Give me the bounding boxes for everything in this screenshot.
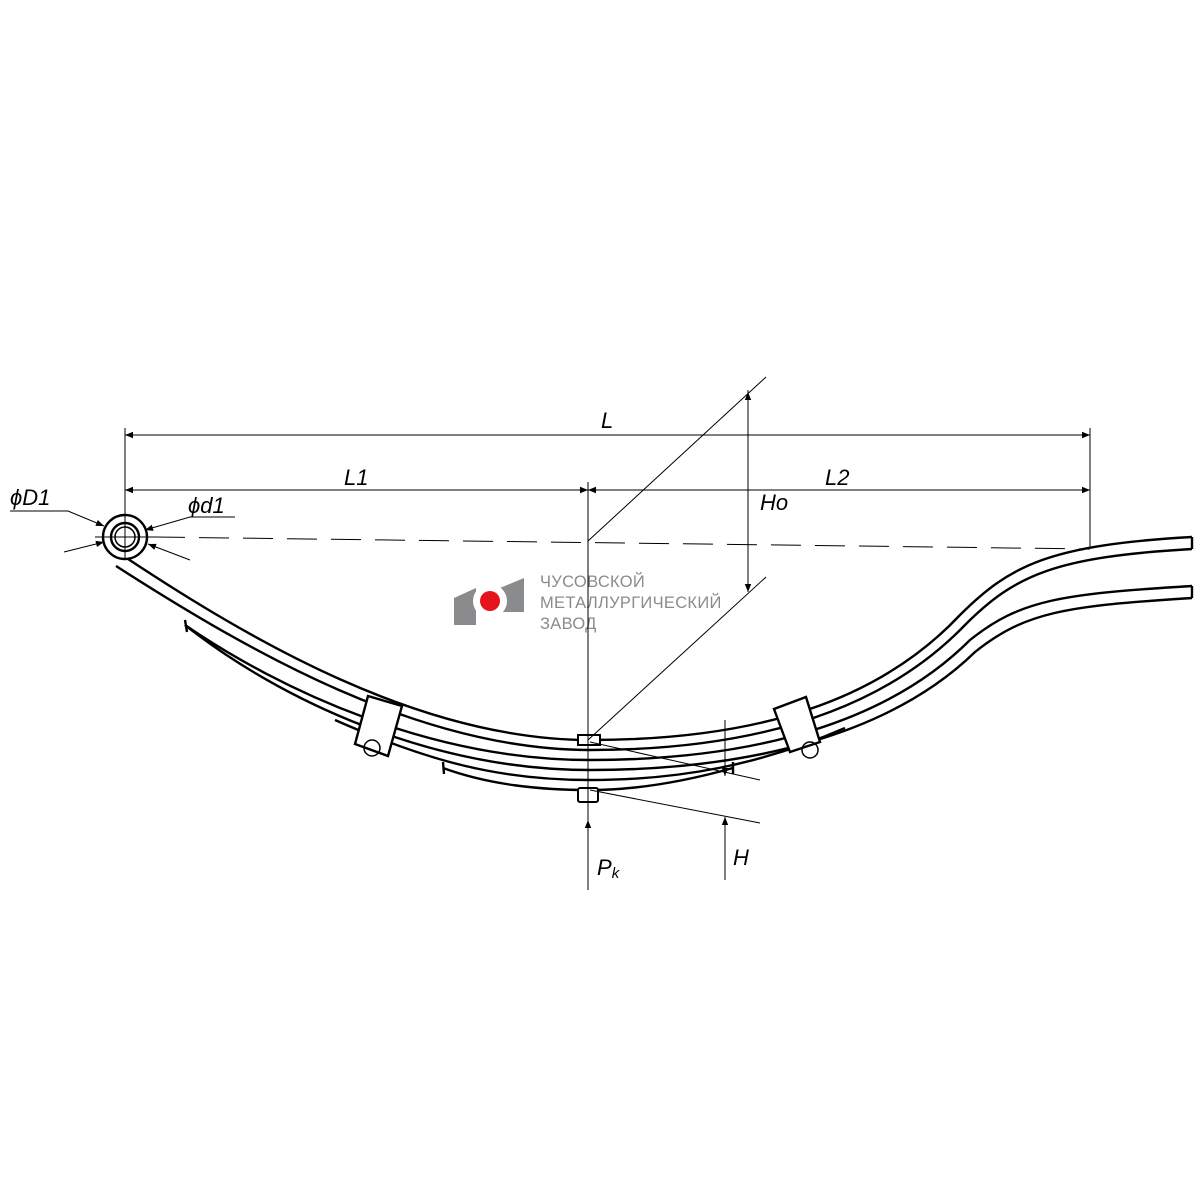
leaf-2 — [184, 584, 1193, 762]
label-Ho: Ho — [760, 490, 788, 515]
right-clamp — [772, 695, 822, 754]
dimension-lines — [10, 376, 1091, 890]
leaf-3 — [334, 718, 846, 782]
logo-line-1: ЧУСОВСКОЙ — [540, 572, 645, 591]
label-L1: L1 — [344, 465, 368, 490]
main-leaf-bottom — [115, 547, 1193, 752]
label-L2: L2 — [825, 465, 849, 490]
logo-red-dot — [480, 591, 500, 611]
spring-clamps — [353, 694, 822, 803]
label-D1: ϕD1 — [10, 485, 50, 510]
leaf-2-bottom — [184, 596, 1193, 772]
logo-line-3: ЗАВОД — [540, 615, 597, 633]
eye-axis-line — [154, 536, 1091, 550]
label-d1: ϕd1 — [188, 493, 225, 518]
company-logo: ЧУСОВСКОЙ МЕТАЛЛУРГИЧЕСКИЙ ЗАВОД — [454, 572, 722, 633]
label-H: H — [733, 845, 749, 870]
center-bolt-head — [577, 734, 601, 746]
label-Pk: Pk — [597, 855, 621, 882]
spring-leaves — [115, 535, 1194, 792]
left-clamp — [353, 694, 404, 758]
logo-line-2: МЕТАЛЛУРГИЧЕСКИЙ — [540, 593, 722, 612]
spring-eye — [95, 513, 155, 561]
main-leaf-top — [121, 535, 1193, 742]
label-L: L — [601, 408, 613, 433]
